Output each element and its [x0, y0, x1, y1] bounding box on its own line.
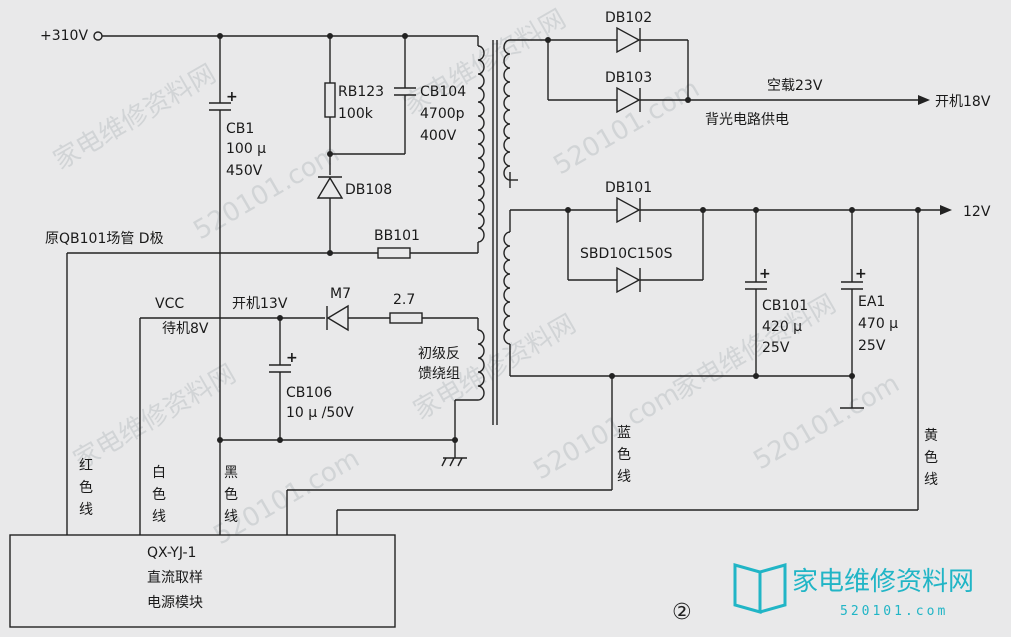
svg-text:+: +	[226, 89, 238, 105]
label-white-wire: 白	[152, 465, 166, 481]
label-ea1-value: 470 μ	[858, 316, 898, 332]
label-db103: DB103	[605, 70, 652, 86]
label-black-wire: 线	[224, 509, 238, 525]
label-blue-wire: 蓝	[617, 425, 631, 441]
label-blue-wire: 线	[617, 469, 631, 485]
secondary-winding-18v	[503, 39, 511, 181]
label-m7: M7	[330, 286, 351, 302]
terminal-310v	[93, 31, 103, 41]
secondary-backlight	[503, 26, 930, 188]
label-drain: 原QB101场管 D极	[45, 231, 164, 247]
label-db108: DB108	[345, 182, 392, 198]
label-12v: 12V	[963, 204, 991, 220]
label-red-wire: 红	[79, 458, 93, 474]
label-cb1: CB1	[226, 121, 254, 137]
watermark-text: 家电维修资料网	[69, 359, 242, 476]
watermark-text: 家电维修资料网	[49, 59, 222, 176]
watermark-text: 520101.com	[749, 369, 905, 477]
diode-db101	[616, 196, 641, 224]
label-cb1-value: 100 μ	[226, 141, 266, 157]
label-blue-wire: 色	[617, 446, 631, 463]
resistor-rb123	[324, 82, 336, 118]
label-cb106-value: 10 μ /50V	[286, 405, 354, 421]
secondary-winding-12v	[503, 231, 511, 345]
label-on18v: 开机18V	[935, 94, 991, 110]
module-name-1: 直流取样	[147, 569, 203, 586]
label-black-wire: 黑	[224, 465, 238, 481]
arrow-18v	[918, 95, 930, 105]
arrow-12v	[940, 205, 952, 215]
label-rb123-value: 100k	[338, 106, 374, 122]
feedback-winding	[477, 329, 485, 401]
svg-text:+: +	[855, 266, 867, 282]
label-db102: DB102	[605, 10, 652, 26]
label-backlight: 背光电路供电	[705, 112, 789, 128]
label-winding-2: 馈绕组	[418, 366, 460, 382]
label-red-wire: 线	[79, 502, 93, 518]
label-white-wire: 色	[152, 486, 166, 503]
module-name-2: 电源模块	[147, 595, 203, 611]
figure-number: ②	[672, 600, 692, 625]
label-white-wire: 线	[152, 509, 166, 525]
diode-sbd10c150s	[616, 266, 641, 294]
bead-bb101	[377, 247, 411, 259]
svg-text:+: +	[759, 266, 771, 282]
secondary-12v: + +	[286, 196, 952, 535]
label-idle23v: 空载23V	[767, 78, 823, 94]
label-cb101-value: 420 μ	[762, 319, 802, 335]
label-cb104: CB104	[420, 84, 466, 100]
label-cb1-voltage: 450V	[226, 163, 263, 179]
resistor-2-7	[389, 312, 423, 324]
svg-text:+: +	[286, 350, 298, 366]
module-model: QX-YJ-1	[147, 545, 196, 561]
label-bb101: BB101	[374, 228, 420, 244]
label-ea1: EA1	[858, 294, 885, 310]
label-cb104-value: 4700p	[420, 106, 465, 122]
diode-db102	[616, 26, 641, 54]
label-yellow-wire: 线	[924, 472, 938, 488]
watermark-text: 家电维修资料网	[399, 4, 572, 121]
primary-winding	[477, 45, 485, 243]
diode-m7	[326, 304, 349, 332]
book-icon	[733, 563, 762, 614]
label-black-wire: 色	[224, 486, 238, 503]
label-vcc: VCC	[155, 296, 184, 312]
label-ea1-voltage: 25V	[858, 338, 886, 354]
diode-db103	[616, 86, 641, 114]
primary-side: +	[66, 31, 498, 535]
watermark-text: 520101.com	[549, 74, 705, 182]
logo-title: 家电维修资料网	[792, 567, 974, 597]
label-yellow-wire: 色	[924, 449, 938, 466]
label-rb123: RB123	[338, 84, 384, 100]
label-310v: +310V	[40, 28, 88, 44]
label-r27: 2.7	[393, 292, 415, 308]
logo-subtitle: 520101.com	[840, 604, 948, 619]
module-box	[9, 534, 396, 628]
label-on13v: 开机13V	[232, 296, 288, 312]
label-sbd: SBD10C150S	[580, 246, 673, 262]
label-db101: DB101	[605, 180, 652, 196]
label-winding-1: 初级反	[418, 345, 460, 362]
label-cb101: CB101	[762, 298, 808, 314]
label-cb104-voltage: 400V	[420, 128, 457, 144]
site-logo: 家电维修资料网 520101.com	[733, 563, 974, 619]
label-yellow-wire: 黄	[924, 427, 938, 444]
label-cb106: CB106	[286, 385, 332, 401]
label-cb101-voltage: 25V	[762, 340, 790, 356]
label-red-wire: 色	[79, 479, 93, 496]
label-standby: 待机8V	[162, 321, 209, 337]
watermark-text: 520101.com	[529, 379, 685, 487]
watermark-text: 家电维修资料网	[669, 289, 842, 406]
diode-db108	[316, 176, 344, 199]
